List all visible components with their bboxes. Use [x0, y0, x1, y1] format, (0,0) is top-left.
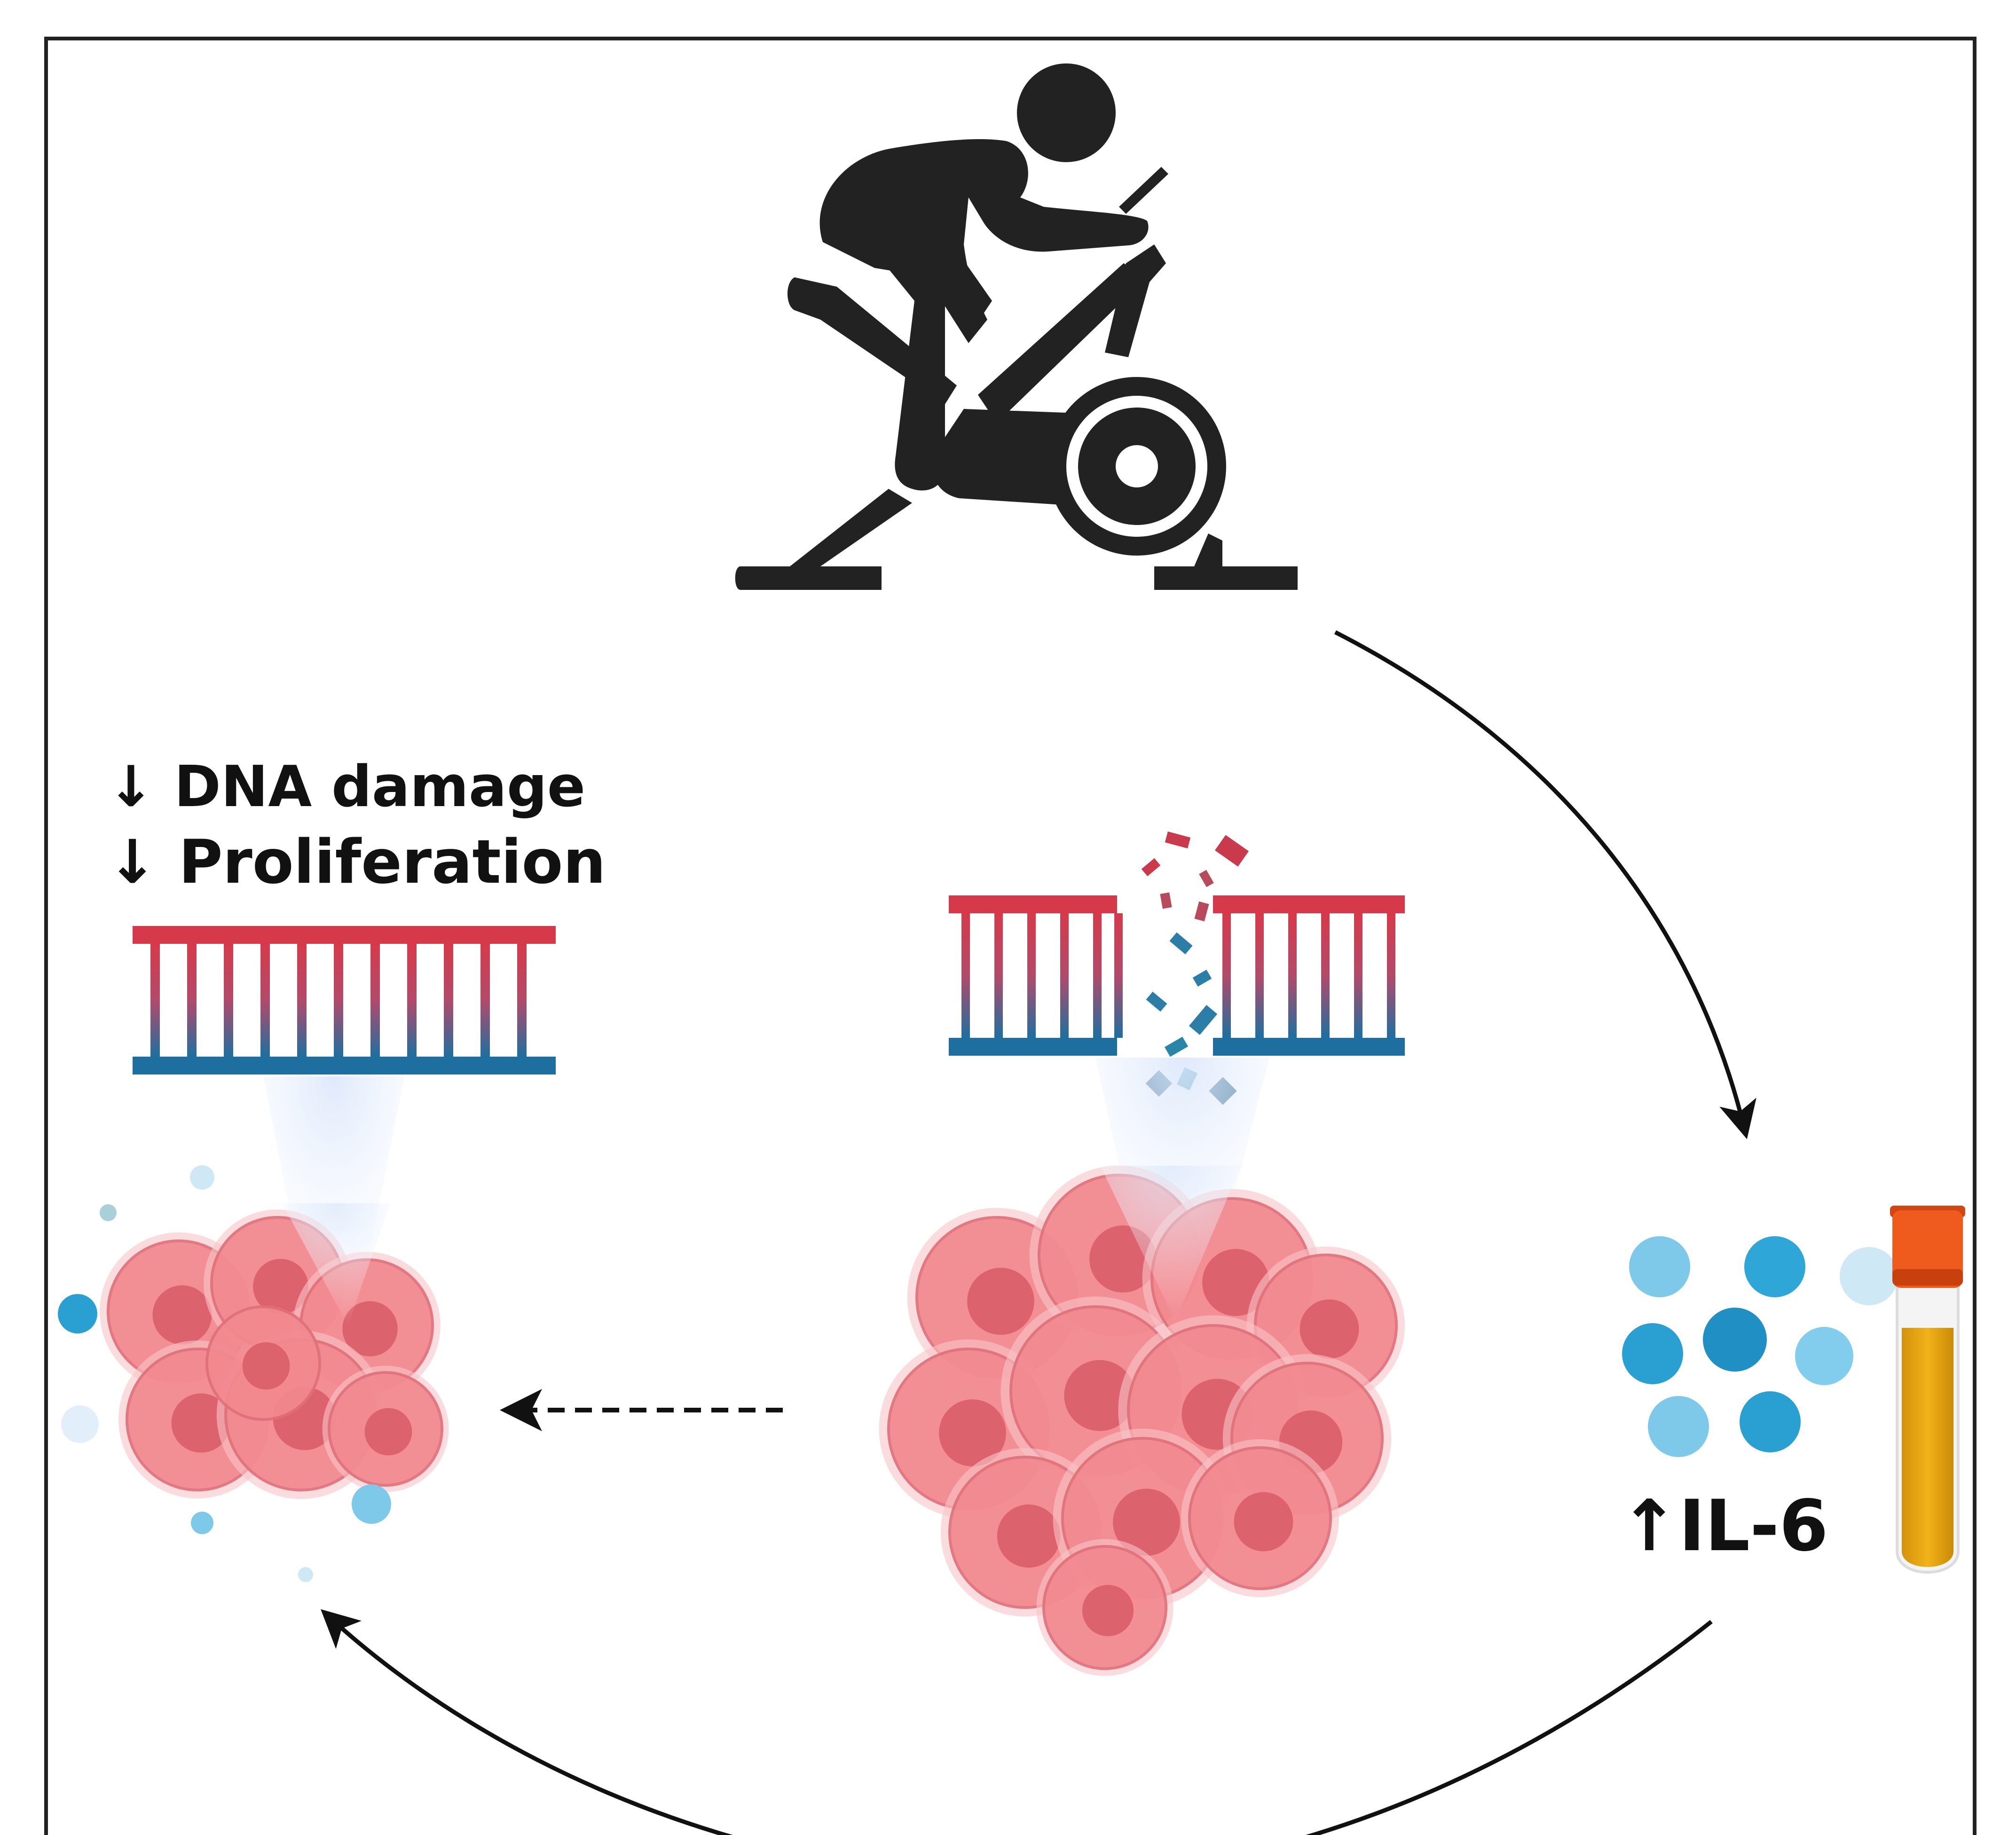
dna-fragment [1160, 892, 1172, 909]
stationary-bike-cyclist-icon [735, 63, 1298, 590]
il6-molecule [61, 1405, 99, 1443]
intact-dna-ladder [133, 926, 556, 1074]
dna-rung [480, 944, 490, 1057]
cell-nucleus [939, 1399, 1006, 1466]
cell-nucleus [364, 1408, 412, 1456]
dna-rung [297, 944, 307, 1057]
dna-rung [1114, 913, 1123, 1038]
figure-frame [44, 37, 1977, 1835]
arrow-il6-to-treated-tumor [321, 1609, 1713, 1835]
dna-rung [1093, 913, 1102, 1038]
dna-damage-label: ↓ DNA damage [107, 754, 586, 820]
dna-fragment [1164, 1036, 1189, 1057]
dna-rung [370, 944, 380, 1057]
dna-rung [260, 944, 270, 1057]
dna-fragment [1192, 969, 1212, 987]
cell-nucleus [997, 1504, 1061, 1568]
cell-nucleus [1082, 1584, 1134, 1637]
dna-rung [1354, 913, 1362, 1038]
il6-molecule [100, 1204, 117, 1221]
blood-tube-icon [1890, 1206, 1965, 1574]
dna-fragment [1194, 901, 1209, 922]
dna-rung [1321, 913, 1330, 1038]
il6-molecule [298, 1567, 313, 1582]
dna-rung [1387, 913, 1395, 1038]
dna-rung [994, 913, 1003, 1038]
arrow-exercise-to-il6 [1334, 630, 1756, 1139]
dna-rung [407, 944, 417, 1057]
dna-rung [961, 913, 970, 1038]
dna-fragment [1214, 835, 1249, 867]
cell-nucleus [242, 1342, 290, 1390]
il6-molecule [1629, 1236, 1690, 1297]
dna-fragment [1146, 991, 1167, 1012]
cell-nucleus [1299, 1299, 1359, 1359]
untreated-tumor-cell-cluster [879, 1165, 1405, 1676]
cell-nucleus [171, 1393, 231, 1453]
dna-rung [517, 944, 527, 1057]
cell-nucleus [967, 1268, 1034, 1335]
il6-molecule [1795, 1327, 1853, 1385]
dna-rung [1222, 913, 1231, 1038]
il6-label: ↑IL-6 [1620, 1485, 1828, 1567]
proliferation-label: ↓ Proliferation [107, 827, 606, 897]
il6-molecule [58, 1294, 97, 1333]
treated-tumor-cell-cluster [100, 1203, 449, 1499]
dna-rung [150, 944, 160, 1057]
il6-molecule [1622, 1323, 1683, 1384]
damaged-dna-ladder [949, 831, 1405, 1105]
il6-molecule [1840, 1247, 1898, 1305]
dna-fragment [1189, 1005, 1218, 1035]
il6-molecules-near-tumor [58, 1165, 391, 1582]
il6-molecule [1648, 1396, 1709, 1457]
il6-molecule [352, 1484, 391, 1524]
il6-molecule [190, 1165, 214, 1190]
dna-fragment [1141, 858, 1161, 877]
il6-molecule [1703, 1308, 1767, 1372]
cell-nucleus [152, 1285, 212, 1345]
dna-rung [1255, 913, 1264, 1038]
dna-rung [444, 944, 453, 1057]
dna-fragment [1199, 870, 1214, 887]
dna-rung [334, 944, 343, 1057]
dna-fragment [1169, 932, 1193, 955]
dna-rung [1060, 913, 1069, 1038]
il6-molecule [1744, 1236, 1805, 1297]
il6-molecule [1740, 1391, 1801, 1452]
cell-nucleus [253, 1259, 308, 1314]
dna-fragment [1165, 831, 1191, 849]
cell-nucleus [1113, 1489, 1180, 1556]
dna-rung [224, 944, 233, 1057]
dna-rung [187, 944, 197, 1057]
cell-nucleus [1234, 1492, 1293, 1552]
dna-rung [1027, 913, 1036, 1038]
dna-rung [1288, 913, 1297, 1038]
cell-nucleus [1064, 1360, 1135, 1431]
il6-molecule-cluster [1622, 1236, 1898, 1457]
cell-nucleus [342, 1301, 398, 1357]
il6-molecule [191, 1512, 213, 1534]
